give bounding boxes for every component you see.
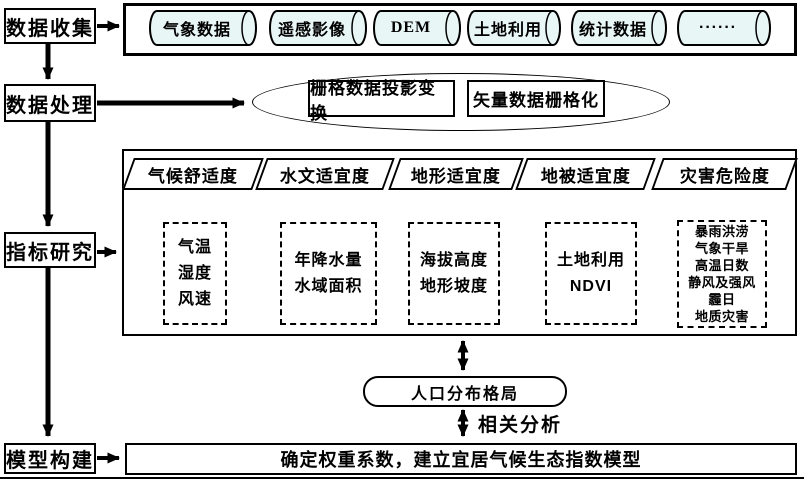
cylinder-shape (571, 10, 667, 46)
stage-box-data-collection: 数据收集 (4, 8, 96, 44)
processing-step-vector-rasterize: 矢量数据栅格化 (467, 80, 605, 117)
category-label: 地形适宜度 (411, 166, 501, 186)
indicator-item: 年降水量 (294, 251, 363, 269)
indicator-item: NDVI (569, 277, 613, 295)
indicator-item: 地形坡度 (419, 277, 488, 295)
indicator-item: 霾日 (708, 292, 736, 307)
category-label: 灾害危险度 (679, 166, 770, 186)
cylinder-label: 土地利用 (473, 22, 542, 39)
stage-label: 指标研究 (6, 241, 94, 264)
indicator-item: 气象干旱 (694, 241, 749, 256)
stage-label: 模型构建 (6, 450, 94, 472)
cylinder-remote-sensing: 遥感影像 (268, 9, 368, 47)
category-disaster-risk: 灾害危险度 (651, 158, 798, 190)
model-statement-label: 确定权重系数，建立宜居气候生态指数模型 (280, 450, 642, 470)
category-hydrology-suitability: 水文适宜度 (255, 158, 395, 190)
indicator-box-disaster: 暴雨洪涝 气象干旱 高温日数 静风及强风 霾日 地质灾害 (677, 220, 767, 328)
indicator-box-hydrology: 年降水量 水域面积 (280, 222, 377, 325)
indicator-item: 地质灾害 (694, 309, 749, 324)
cylinder-weather-data: 气象数据 (148, 9, 258, 47)
category-climate-comfort: 气候舒适度 (122, 158, 264, 190)
stage-label: 数据处理 (6, 94, 94, 117)
population-pattern-box: 人口分布格局 (363, 376, 567, 407)
cylinder-label: DEM (390, 19, 432, 36)
processing-step-raster-projection: 栅格数据投影变换 (308, 79, 455, 123)
processing-step-label: 栅格数据投影变换 (310, 78, 436, 123)
category-terrain-suitability: 地形适宜度 (388, 158, 524, 190)
processing-step-label: 矢量数据栅格化 (473, 91, 599, 110)
indicator-item: 高温日数 (694, 258, 749, 273)
correlation-analysis-label: 相关分析 (478, 415, 563, 436)
indicator-box-terrain: 海拔高度 地形坡度 (408, 222, 500, 325)
stage-label: 数据收集 (6, 17, 94, 40)
cylinder-more: ······ (676, 9, 772, 47)
stage-box-data-processing: 数据处理 (4, 84, 96, 122)
category-label: 地被适宜度 (540, 166, 631, 186)
category-label: 气候舒适度 (148, 166, 238, 186)
cylinder-shape (467, 10, 561, 46)
bottom-rule (0, 477, 804, 479)
cylinder-statistics: 统计数据 (570, 9, 668, 47)
indicator-item: 土地利用 (556, 251, 625, 269)
cylinder-label: 气象数据 (162, 22, 231, 39)
category-label: 水文适宜度 (280, 166, 370, 186)
indicator-box-landcover: 土地利用 NDVI (545, 222, 637, 325)
cylinder-shape (373, 10, 461, 46)
cylinder-shape (269, 10, 367, 46)
cylinder-label: ······ (699, 19, 737, 36)
indicator-item: 风速 (177, 290, 212, 308)
indicator-item: 气温 (177, 238, 212, 256)
cylinder-label: 遥感影像 (277, 22, 346, 39)
population-pattern-label: 人口分布格局 (410, 385, 519, 403)
cylinder-land-use: 土地利用 (466, 9, 562, 47)
stage-box-model-building: 模型构建 (4, 443, 96, 474)
indicator-item: 暴雨洪涝 (694, 224, 749, 239)
indicator-box-climate: 气温 湿度 风速 (163, 222, 227, 325)
indicator-item: 水域面积 (294, 277, 363, 295)
cylinder-label: 统计数据 (578, 22, 647, 39)
model-statement-box: 确定权重系数，建立宜居气候生态指数模型 (125, 443, 797, 475)
category-landcover-suitability: 地被适宜度 (515, 158, 656, 190)
cylinder-shape (677, 10, 771, 46)
indicator-item: 湿度 (177, 264, 212, 282)
stage-box-indicator-research: 指标研究 (4, 232, 96, 268)
indicator-item: 海拔高度 (419, 251, 488, 269)
cylinder-dem: DEM (372, 9, 462, 47)
indicator-item: 静风及强风 (688, 275, 756, 290)
cylinder-shape (149, 10, 257, 46)
